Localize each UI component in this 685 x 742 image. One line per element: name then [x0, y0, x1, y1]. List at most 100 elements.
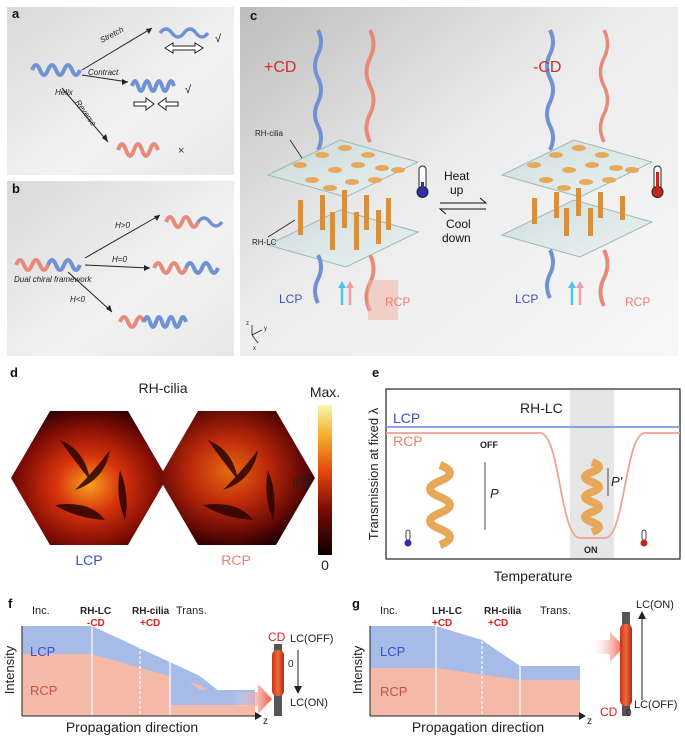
- left-glow: [368, 280, 398, 320]
- panel-e-ylabel: Transmission at fixed λ: [366, 407, 381, 540]
- g-x-arrowhead: [579, 712, 586, 720]
- off-label: OFF: [480, 440, 498, 450]
- panel-e-title: RH-LC: [520, 400, 563, 416]
- g-stage2-cd: +CD: [488, 618, 508, 629]
- f-trans-label: Trans.: [176, 605, 207, 617]
- left-device: [266, 29, 420, 320]
- g-lc-top-label: LC(ON): [636, 599, 674, 611]
- cross-icon: ×: [178, 145, 184, 157]
- panel-c-letter: c: [250, 8, 257, 23]
- p-label: P: [490, 486, 499, 501]
- g-stage1-label: LH-LC: [432, 606, 462, 617]
- helix-label: Helix: [55, 88, 74, 97]
- contracted-helix-icon: [130, 79, 176, 93]
- axis-x-label: x: [253, 346, 256, 352]
- rcp-curve: [386, 432, 680, 539]
- right-bottom-glass: [500, 199, 654, 258]
- panel-d-title: RH-cilia: [139, 380, 188, 396]
- rh-lc-label: RH-LC: [252, 238, 277, 247]
- rcp-tail: [170, 705, 255, 716]
- rh-lc-pointer: [267, 219, 296, 238]
- f-rcp-label: RCP: [30, 683, 57, 698]
- g-switch-arrowhead: [638, 611, 646, 619]
- hneg-label: H<0: [70, 295, 85, 304]
- hpos-arrow: [84, 214, 161, 259]
- down-label: down: [442, 231, 471, 245]
- hpos-label: H>0: [115, 221, 130, 230]
- framework-helix-red-icon: [14, 258, 50, 272]
- left-lcp-up-arrowhead: [338, 281, 346, 288]
- field-lcp-label: LCP: [75, 552, 102, 568]
- helix-icon: [30, 63, 82, 77]
- left-rcp-beam-top: [364, 29, 376, 143]
- panel-e: e LCP RCP RH-LC OFF ON P P' Transmission…: [366, 365, 681, 584]
- hzero-helix-red-icon: [152, 261, 188, 275]
- g-output-arrow-icon: [590, 632, 624, 662]
- left-lcp-beam-bottom: [313, 254, 323, 304]
- rh-cilia-pointer: [289, 139, 303, 159]
- up-label: up: [450, 183, 464, 197]
- hzero-arrow: [84, 264, 151, 269]
- right-lcp-beam-bottom: [545, 249, 555, 299]
- colorbar-zero-label: 0: [321, 557, 329, 573]
- short-pitch-lc-icon: [581, 458, 603, 536]
- right-rcp-beam-top: [598, 29, 610, 143]
- cold-thermometer-icon: [416, 165, 429, 198]
- g-rcp-band: [370, 668, 580, 716]
- f-cd-label: CD: [268, 630, 286, 644]
- g-ylabel: Intensity: [350, 645, 365, 694]
- f-zero-label: 0: [288, 659, 294, 670]
- right-cilia-array: [527, 145, 639, 191]
- f-stage2-label: RH-cilia: [132, 606, 170, 617]
- hneg-helix-red-icon: [118, 315, 146, 329]
- reverse-arrow: [61, 87, 109, 143]
- g-cd-label: CD: [600, 705, 618, 719]
- f-lc-top-label: LC(OFF): [290, 633, 333, 645]
- hot-thermometer-icon: [651, 165, 664, 198]
- cold-thermometer-small-icon: [404, 529, 412, 547]
- rh-cilia-label: RH-cilia: [255, 129, 284, 138]
- reversed-helix-icon: [116, 142, 160, 158]
- left-lcp-label: LCP: [279, 292, 302, 306]
- hzero-helix-blue-icon: [184, 261, 220, 275]
- colorbar-max-label: Max.: [310, 384, 340, 400]
- panel-a-letter: a: [12, 6, 20, 21]
- right-top-glass: [500, 139, 654, 198]
- rcp-legend: RCP: [393, 433, 423, 449]
- f-lc-bottom-label: LC(ON): [290, 697, 328, 709]
- f-cd-bar: [272, 650, 284, 696]
- stretch-arrowhead: [146, 28, 152, 34]
- f-x-arrowhead: [255, 712, 262, 720]
- g-lc-bottom-label: LC(OFF): [634, 699, 677, 711]
- panel-d-letter: d: [10, 365, 18, 380]
- hzero-arrowhead: [144, 265, 150, 271]
- panel-f: f Inc. RH-LC -CD RH-cilia +CD Trans. LCP…: [2, 596, 333, 735]
- right-lcp-beam-top: [545, 29, 555, 151]
- hot-thermometer-small-icon: [640, 529, 648, 547]
- p-prime-label: P': [611, 474, 623, 489]
- right-lcp-up-arrowhead: [568, 281, 576, 288]
- panel-g-letter: g: [352, 596, 360, 611]
- f-ylabel: Intensity: [2, 645, 17, 694]
- f-z-label: z: [263, 716, 268, 727]
- g-inc-label: Inc.: [380, 605, 398, 617]
- panel-f-letter: f: [8, 596, 13, 611]
- reverse-arrowhead: [102, 134, 108, 142]
- f-output-arrow-icon: [232, 684, 272, 714]
- left-top-glass: [266, 139, 420, 198]
- hneg-helix-blue-icon: [142, 315, 188, 329]
- g-lcp-label: LCP: [380, 644, 405, 659]
- stretched-helix-icon: [158, 27, 210, 39]
- g-cd-bar: [620, 624, 632, 706]
- field-rcp-label: RCP: [221, 552, 251, 568]
- f-stage1-label: RH-LC: [80, 606, 111, 617]
- contract-arrows-icon: [133, 97, 179, 111]
- framework-helix-blue-icon: [46, 258, 82, 272]
- right-lcp-label: LCP: [515, 292, 538, 306]
- left-cilia-array: [293, 145, 405, 191]
- left-lcp-beam-top: [313, 29, 323, 151]
- panel-a: a Helix Stretch √ Contract √ Reverse ×: [7, 6, 234, 175]
- cool-label: Cool: [446, 217, 471, 231]
- panel-g: g Inc. LH-LC +CD RH-cilia +CD Trans. LCP…: [350, 596, 677, 735]
